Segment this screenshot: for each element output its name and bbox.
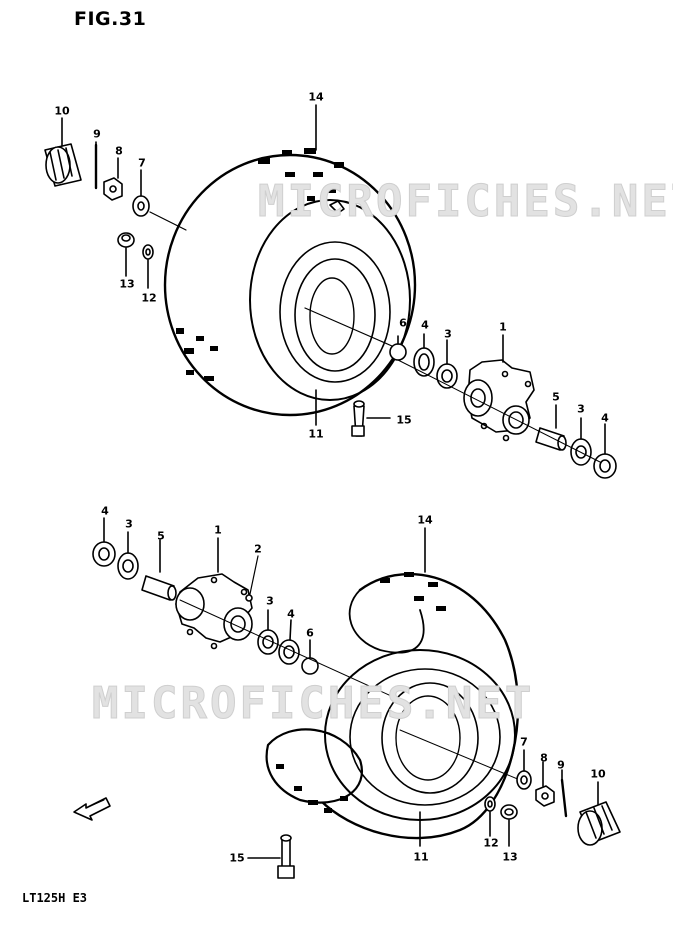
watermark-top: MICROFICHES.NET: [257, 176, 673, 228]
bearing-4-top: [413, 347, 435, 377]
bearing-4-bottom: [92, 541, 116, 567]
bearing-4-top-b: [593, 453, 617, 479]
callout-7-bottom: 7: [520, 735, 528, 749]
valve-15-bottom: [277, 834, 295, 879]
spacer-5-bottom: [141, 575, 177, 601]
model-code: LT125H E3: [22, 891, 88, 905]
nut-10-top: [44, 143, 82, 187]
tire-tread-top: [176, 148, 344, 381]
callout-9-bottom: 9: [557, 758, 565, 772]
callout-3-top: 3: [444, 327, 452, 341]
callout-15-bottom: 15: [229, 851, 245, 865]
cotter-pin-9-bottom: [560, 778, 568, 818]
callout-6-top: 6: [399, 316, 407, 330]
valve-15-top: [351, 400, 365, 437]
callout-10-top: 10: [54, 104, 70, 118]
tire-top: [163, 148, 417, 417]
callout-5-top: 5: [552, 390, 560, 404]
callout-6-bottom: 6: [306, 626, 314, 640]
callout-13-top: 13: [119, 277, 135, 291]
callout-4-bottom-b: 4: [287, 607, 295, 621]
callout-1-top: 1: [499, 320, 507, 334]
callout-12-bottom: 12: [483, 836, 499, 850]
nut-8-top: [103, 177, 123, 201]
callout-12-top: 12: [141, 291, 157, 305]
nut-13-top: [117, 232, 135, 248]
callout-1-bottom: 1: [214, 523, 222, 537]
callout-5-bottom: 5: [157, 529, 165, 543]
washer-12-bottom: [484, 796, 496, 812]
callout-4-bottom: 4: [101, 504, 109, 518]
bearing-4-bottom-b: [278, 639, 300, 665]
watermark-bottom: MICROFICHES.NET: [91, 678, 535, 730]
callout-8-top: 8: [115, 144, 123, 158]
callout-3-bottom: 3: [125, 517, 133, 531]
nut-8-bottom: [535, 785, 555, 807]
hub-1-top: [463, 359, 535, 442]
nut-13-bottom: [500, 804, 518, 820]
washer-7-bottom: [516, 770, 532, 790]
spacer-6-bottom: [301, 657, 319, 675]
callout-3-bottom-b: 3: [266, 594, 274, 608]
seal-3-bottom: [117, 552, 139, 580]
callout-11-top: 11: [308, 427, 324, 441]
seal-3-bottom-b: [257, 629, 279, 655]
spacer-5-top: [535, 427, 567, 451]
callout-2-bottom: 2: [254, 542, 262, 556]
callout-14-bottom: 14: [417, 513, 433, 527]
callout-11-bottom: 11: [413, 850, 429, 864]
figure-title: FIG.31: [74, 8, 147, 30]
callout-3-top-b: 3: [577, 402, 585, 416]
callout-4-top-b: 4: [601, 411, 609, 425]
callout-14-top: 14: [308, 90, 324, 104]
tire-bottom: [265, 572, 520, 840]
washer-7-top: [132, 195, 150, 217]
hub-1-bottom: [175, 573, 253, 650]
callout-15-top: 15: [396, 413, 412, 427]
callout-8-bottom: 8: [540, 751, 548, 765]
washer-12-top: [142, 244, 154, 260]
tire-tread-bottom: [276, 572, 446, 813]
callout-10-bottom: 10: [590, 767, 606, 781]
callout-4-top: 4: [421, 318, 429, 332]
callout-7-top: 7: [138, 156, 146, 170]
callout-13-bottom: 13: [502, 850, 518, 864]
spacer-6-top: [389, 343, 407, 361]
callout-9-top: 9: [93, 127, 101, 141]
front-direction-arrow-icon: [73, 797, 111, 821]
nut-10-bottom: [577, 801, 621, 846]
